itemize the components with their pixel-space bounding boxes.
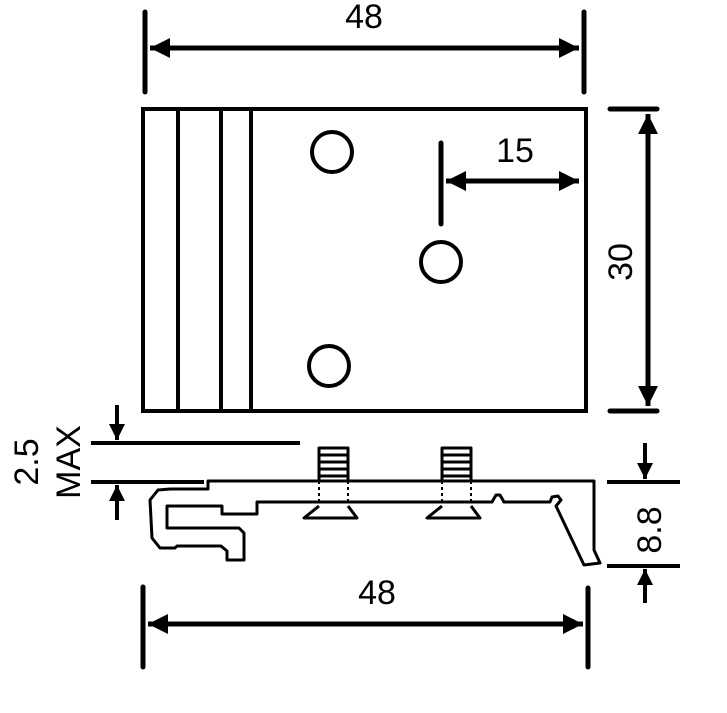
height-label: 30 bbox=[602, 243, 640, 281]
clip-profile-outline bbox=[148, 479, 602, 567]
thickness-max-dimension: 2.5 MAX bbox=[8, 405, 300, 520]
screw-countersink bbox=[425, 504, 482, 520]
plate-outline bbox=[141, 107, 588, 413]
mounting-hole-bottom bbox=[307, 344, 351, 388]
screw-head-thread bbox=[440, 446, 473, 483]
hole-offset-label: 15 bbox=[496, 132, 534, 170]
mounting-hole-middle bbox=[419, 240, 463, 284]
bottom-width-label: 48 bbox=[358, 574, 396, 612]
thickness-qualifier-label: MAX bbox=[50, 425, 88, 499]
screw-head-thread bbox=[317, 446, 350, 483]
screw-countersink bbox=[302, 504, 359, 520]
mounting-hole-top bbox=[310, 130, 354, 174]
profile-height-dimension: 8.8 bbox=[607, 443, 680, 603]
screw-left bbox=[302, 446, 359, 520]
bottom-width-dimension: 48 bbox=[140, 574, 591, 670]
top-width-dimension: 48 bbox=[142, 0, 587, 95]
side-view-profile bbox=[148, 446, 602, 567]
profile-height-label: 8.8 bbox=[631, 506, 669, 553]
thickness-value-label: 2.5 bbox=[8, 438, 46, 485]
height-dimension: 30 bbox=[602, 106, 660, 414]
top-view-plate bbox=[141, 107, 588, 413]
screw-right bbox=[425, 446, 482, 520]
top-width-label: 48 bbox=[345, 0, 383, 36]
hole-offset-dimension: 15 bbox=[438, 132, 579, 227]
